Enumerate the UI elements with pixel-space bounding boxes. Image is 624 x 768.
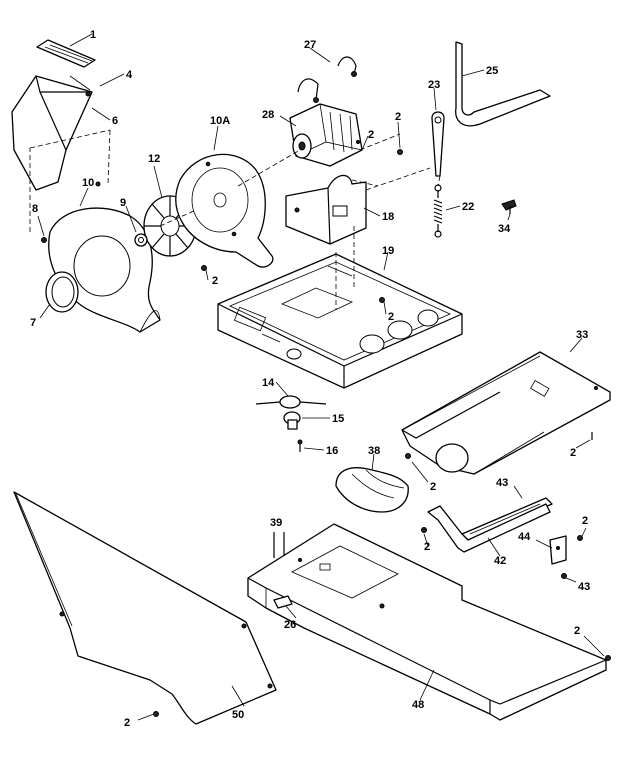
part-48-base-frame xyxy=(247,523,607,721)
label-48: 48 xyxy=(412,699,424,711)
part-10A-blower-housing xyxy=(175,153,274,268)
label-2e: 2 xyxy=(430,481,436,493)
leader-lines xyxy=(37,33,605,721)
part-44-clip xyxy=(549,535,567,565)
part-42-bracket xyxy=(427,503,551,553)
part-25-bracket xyxy=(455,41,551,127)
callout-labels: 1 4 6 27 25 23 28 10A 2 2 12 10 8 9 18 2… xyxy=(30,29,590,729)
label-9: 9 xyxy=(120,197,126,209)
label-28: 28 xyxy=(262,109,274,121)
label-14: 14 xyxy=(262,377,275,389)
part-6-exhaust-duct xyxy=(11,75,93,191)
label-10: 10 xyxy=(82,177,94,189)
label-15: 15 xyxy=(332,413,344,425)
label-2b: 2 xyxy=(368,129,374,141)
part-9-clip xyxy=(134,233,148,247)
label-22: 22 xyxy=(462,201,474,213)
label-19: 19 xyxy=(382,245,394,257)
part-38-duct-elbow xyxy=(335,467,409,513)
part-14-thermostat xyxy=(255,395,327,409)
part-50-cover-panel xyxy=(13,491,277,725)
part-7-ring xyxy=(45,271,79,313)
label-23: 23 xyxy=(428,79,440,91)
label-38: 38 xyxy=(368,445,380,457)
part-23-arm xyxy=(431,111,445,177)
part-33-heater-duct xyxy=(401,351,611,475)
label-43b: 43 xyxy=(578,581,590,593)
label-4: 4 xyxy=(126,69,133,81)
label-2g: 2 xyxy=(424,541,430,553)
label-10A: 10A xyxy=(210,115,230,127)
part-10-blower-housing xyxy=(48,207,161,333)
label-25: 25 xyxy=(486,65,498,77)
label-39: 39 xyxy=(270,517,282,529)
label-1: 1 xyxy=(90,29,96,41)
label-7: 7 xyxy=(30,317,36,329)
label-2f: 2 xyxy=(570,447,576,459)
part-28-motor xyxy=(289,103,363,167)
label-12: 12 xyxy=(148,153,160,165)
label-33: 33 xyxy=(576,329,588,341)
label-43a: 43 xyxy=(496,477,508,489)
label-27: 27 xyxy=(304,39,316,51)
part-18-motor-mount xyxy=(285,174,367,245)
label-2c: 2 xyxy=(212,275,218,287)
label-44: 44 xyxy=(518,531,531,543)
label-34: 34 xyxy=(498,223,511,235)
label-42: 42 xyxy=(494,555,506,567)
part-15-thermostat xyxy=(283,411,301,430)
part-43-rail xyxy=(461,497,553,541)
label-2j: 2 xyxy=(124,717,130,729)
part-19-base-pan xyxy=(217,253,463,389)
part-34-screw xyxy=(501,199,517,214)
label-18: 18 xyxy=(382,211,394,223)
label-2h: 2 xyxy=(582,515,588,527)
label-2d: 2 xyxy=(388,311,394,323)
part-16-screw xyxy=(297,439,303,452)
part-1-vent-strip xyxy=(36,39,96,68)
part-26-block xyxy=(273,595,293,609)
part-27-motor-clips xyxy=(297,56,357,103)
label-26: 26 xyxy=(284,619,296,631)
label-2a: 2 xyxy=(395,111,401,123)
label-50: 50 xyxy=(232,709,244,721)
part-22-spring xyxy=(433,184,443,238)
label-6: 6 xyxy=(112,115,118,127)
alignment-lines xyxy=(29,129,441,310)
label-16: 16 xyxy=(326,445,338,457)
screw-fasteners xyxy=(41,149,611,717)
label-8: 8 xyxy=(32,203,38,215)
label-2i: 2 xyxy=(574,625,580,637)
